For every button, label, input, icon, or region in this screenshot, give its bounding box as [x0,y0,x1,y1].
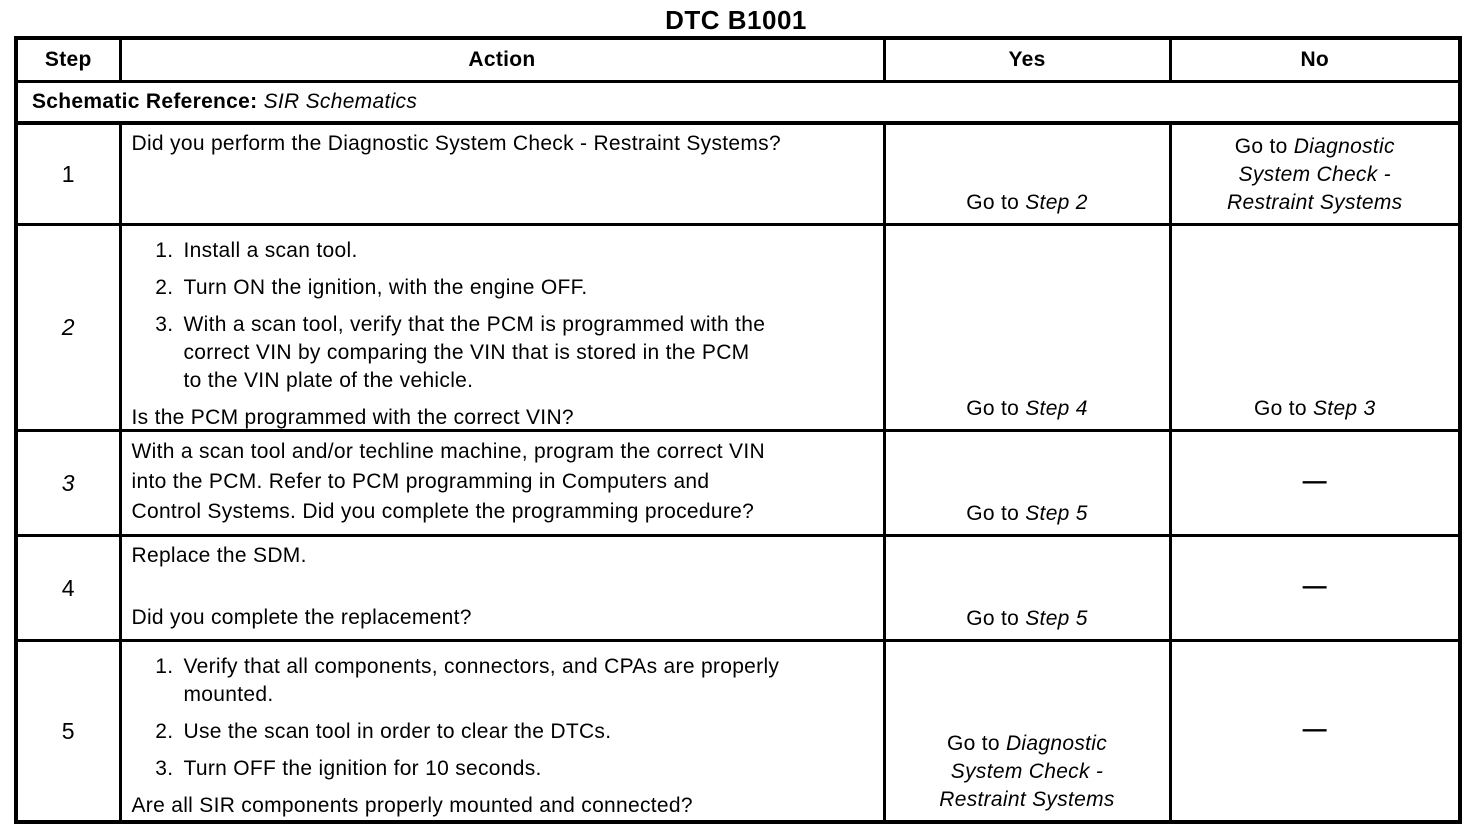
action-question: Did you complete the replacement? [131,606,472,629]
goto-prefix: Go to [946,732,1000,755]
table-row: 1 Did you perform the Diagnostic System … [14,121,1462,226]
action-step-item: Use the scan tool in order to clear the … [180,718,875,746]
goto-reference: Restraint Systems [1227,191,1403,214]
goto-reference: Step 5 [1025,502,1088,525]
goto-reference: Restraint Systems [939,788,1115,811]
no-cell: Go to Step 3 [1168,223,1462,432]
step-cell: 2 [14,223,122,432]
goto-reference: Step 4 [1025,397,1088,420]
action-question: Are all SIR components properly mounted … [131,794,693,817]
schematic-reference-row: Schematic Reference: SIR Schematics [14,80,1462,125]
action-cell: Verify that all components, connectors, … [118,639,886,824]
action-step-list: Verify that all components, connectors, … [132,649,875,792]
action-question: Did you perform the Diagnostic System Ch… [131,132,781,155]
action-text-line: Control Systems. Did you complete the pr… [131,500,755,523]
dtc-table: Step Action Yes No Schematic Reference: … [14,36,1462,824]
action-cell: Replace the SDM. Did you complete the re… [118,534,886,642]
goto-reference: System Check - [1238,163,1391,186]
col-header-step: Step [14,36,122,83]
action-step-item: Turn OFF the ignition for 10 seconds. [180,755,875,783]
step-cell: 3 [14,429,122,537]
action-step-list: Install a scan tool. Turn ON the ignitio… [132,233,875,404]
step-cell: 5 [14,639,122,824]
goto-reference: Step 5 [1025,607,1088,630]
action-cell: Did you perform the Diagnostic System Ch… [118,121,886,226]
schematic-reference-label: Schematic Reference: [32,90,258,113]
action-text-line: With a scan tool and/or techline machine… [131,440,765,463]
goto-reference: System Check - [950,760,1104,783]
no-cell: — [1168,429,1462,537]
action-step-item: With a scan tool, verify that the PCM is… [180,311,875,395]
goto-prefix: Go to [966,607,1020,630]
action-step-item: Verify that all components, connectors, … [180,653,875,709]
action-cell: With a scan tool and/or techline machine… [118,429,886,537]
yes-cell: Go to Step 2 [882,121,1172,226]
page-title: DTC B1001 [665,5,807,35]
step-cell: 1 [14,121,122,226]
no-cell: — [1168,639,1462,824]
step-cell: 4 [14,534,122,642]
no-cell: Go to Diagnostic System Check - Restrain… [1168,121,1462,226]
em-dash: — [1302,573,1327,600]
action-cell: Install a scan tool. Turn ON the ignitio… [118,223,886,432]
action-text-line: Replace the SDM. [131,544,307,567]
col-header-yes: Yes [882,36,1172,83]
yes-cell: Go to Step 5 [882,534,1172,642]
col-header-action: Action [118,36,886,83]
col-header-no: No [1168,36,1462,83]
no-cell: — [1168,534,1462,642]
schematic-reference-value: SIR Schematics [263,90,418,113]
table-row: 2 Install a scan tool. Turn ON the ignit… [14,223,1462,432]
action-step-item: Install a scan tool. [180,237,875,265]
goto-prefix: Go to [966,191,1020,214]
schematic-reference-cell: Schematic Reference: SIR Schematics [14,80,1462,125]
action-step-item: Turn ON the ignition, with the engine OF… [180,274,875,302]
goto-prefix: Go to [966,397,1020,420]
header-row: Step Action Yes No [14,36,1462,83]
goto-reference: Diagnostic [1005,732,1108,755]
em-dash: — [1302,716,1327,743]
action-question: Is the PCM programmed with the correct V… [131,406,574,429]
goto-prefix: Go to [1253,397,1307,420]
em-dash: — [1302,468,1327,495]
goto-reference: Diagnostic [1293,135,1395,158]
table-row: 5 Verify that all components, connectors… [14,639,1462,824]
table-row: 4 Replace the SDM. Did you complete the … [14,534,1462,642]
goto-prefix: Go to [966,502,1020,525]
goto-prefix: Go to [1234,135,1288,158]
goto-reference: Step 2 [1025,191,1088,214]
yes-cell: Go to Diagnostic System Check - Restrain… [882,639,1172,824]
goto-reference: Step 3 [1313,397,1376,420]
yes-cell: Go to Step 4 [882,223,1172,432]
action-text-line: into the PCM. Refer to PCM programming i… [131,470,710,493]
table-row: 3 With a scan tool and/or techline machi… [14,429,1462,537]
yes-cell: Go to Step 5 [882,429,1172,537]
